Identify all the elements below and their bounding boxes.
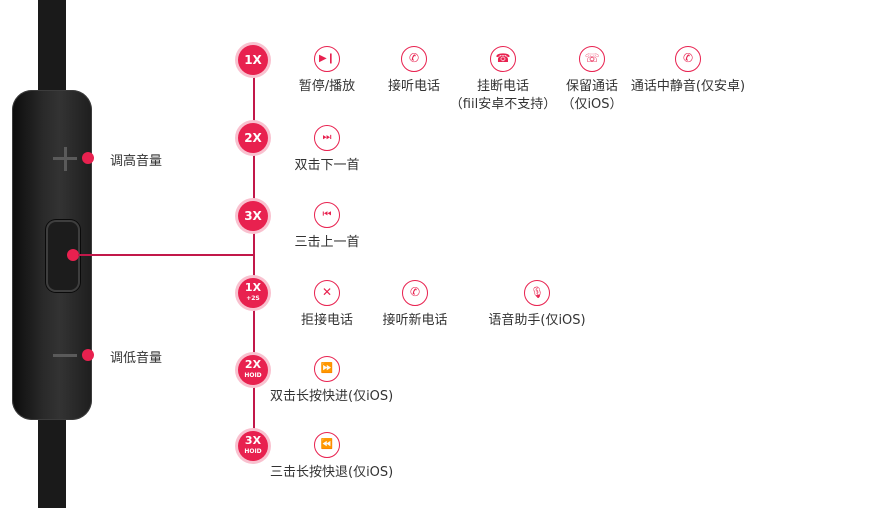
cable-top xyxy=(38,0,66,100)
volume-down-label: 调低音量 xyxy=(110,351,163,366)
minus-icon xyxy=(53,354,77,357)
connector-line xyxy=(78,254,254,256)
hold-call-icon: ☏ xyxy=(579,46,605,72)
press-badge-2x-hold: 2X HOID xyxy=(238,355,268,385)
volume-up-marker xyxy=(82,152,94,164)
plus-icon-vertical xyxy=(63,147,67,171)
function-voice-assistant: 🎙 语音助手(仅iOS) xyxy=(467,280,607,330)
answer-new-call-icon: ✆ xyxy=(402,280,428,306)
next-track-icon: ⏭ xyxy=(314,125,340,151)
center-button-marker xyxy=(67,249,79,261)
function-answer-new-call: ✆ 接听新电话 xyxy=(355,280,475,330)
function-previous-track: ⏮ 三击上一首 xyxy=(267,202,387,252)
rewind-icon: ⏪ xyxy=(314,432,340,458)
timeline-line xyxy=(253,60,255,446)
press-badge-3x: 3X xyxy=(238,201,268,231)
function-mute-call: ✆ 通话中静音(仅安卓) xyxy=(618,46,758,96)
function-answer-call: ✆ 接听电话 xyxy=(354,46,474,96)
press-badge-2x: 2X xyxy=(238,123,268,153)
phone-icon: ✆ xyxy=(401,46,427,72)
volume-up-label: 调高音量 xyxy=(110,154,163,169)
press-badge-3x-hold: 3X HOID xyxy=(238,431,268,461)
function-rewind: ⏪ 三击长按快退(仅iOS) xyxy=(270,432,393,482)
mute-call-icon: ✆ xyxy=(675,46,701,72)
function-play-pause: ▶❙ 暂停/播放 xyxy=(267,46,387,96)
previous-track-icon: ⏮ xyxy=(314,202,340,228)
play-pause-icon: ▶❙ xyxy=(314,46,340,72)
function-reject-call: ✕ 拒接电话 xyxy=(267,280,387,330)
reject-call-icon: ✕ xyxy=(314,280,340,306)
hang-up-icon: ☎ xyxy=(490,46,516,72)
press-badge-1x-hold: 1X +2S xyxy=(238,278,268,308)
function-next-track: ⏭ 双击下一首 xyxy=(267,125,387,175)
press-badge-1x: 1X xyxy=(238,45,268,75)
function-hold-call: ☏ 保留通话 （仅iOS） xyxy=(532,46,652,114)
function-fast-forward: ⏩ 双击长按快进(仅iOS) xyxy=(270,356,393,406)
function-hang-up: ☎ 挂断电话 （fiil安卓不支持） xyxy=(443,46,563,114)
microphone-icon: 🎙 xyxy=(524,280,550,306)
fast-forward-icon: ⏩ xyxy=(314,356,340,382)
volume-down-marker xyxy=(82,349,94,361)
cable-bottom xyxy=(38,410,66,508)
